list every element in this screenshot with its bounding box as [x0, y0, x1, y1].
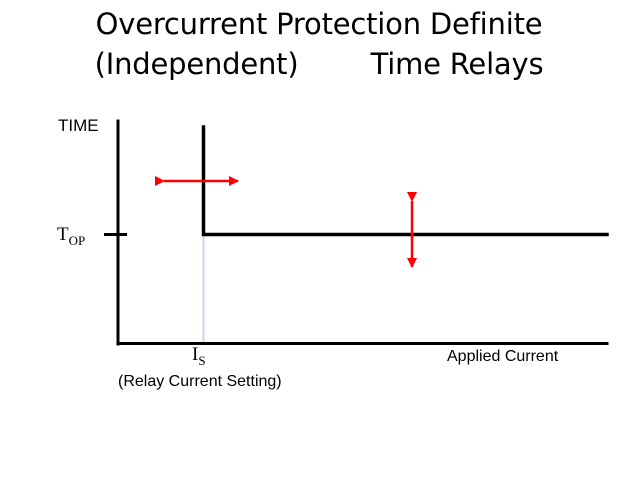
- x-tick-label-is: IS: [192, 344, 206, 368]
- definite-time-curve: [201, 125, 609, 237]
- y-axis-label: TIME: [58, 116, 99, 135]
- y-tick-label-subscript: OP: [68, 232, 86, 248]
- page-title: Overcurrent Protection Definite (Indepen…: [0, 4, 638, 84]
- title-line-1: Overcurrent Protection Definite: [95, 7, 543, 41]
- y-tick-label-base: T: [57, 224, 69, 245]
- x-tick-label-subscript: S: [198, 352, 206, 368]
- x-tick-label-base: I: [192, 344, 199, 365]
- title-line-2: (Independent) Time Relays: [94, 47, 544, 81]
- x-axis-label: Applied Current: [447, 348, 559, 365]
- y-tick-label-top: TOP: [57, 224, 86, 248]
- relay-current-setting-caption: (Relay Current Setting): [118, 373, 282, 390]
